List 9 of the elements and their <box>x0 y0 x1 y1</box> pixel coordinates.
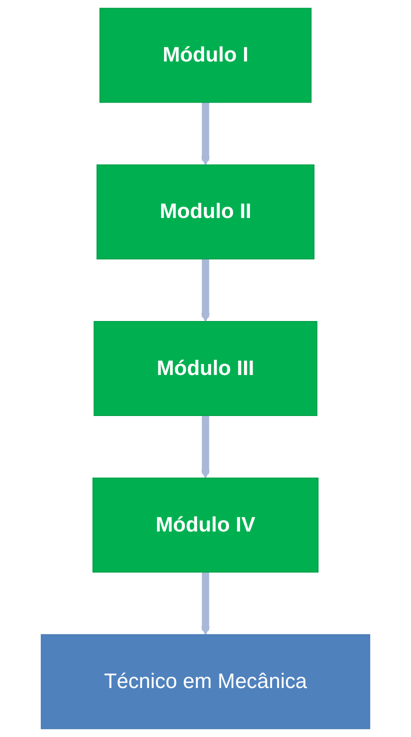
arrow <box>200 258 210 322</box>
node-box: Técnico em Mecânica <box>40 634 370 730</box>
node-box: Módulo IV <box>92 478 319 573</box>
node-box: Modulo II <box>96 164 314 260</box>
arrow <box>200 572 210 636</box>
arrow <box>200 415 210 479</box>
node-box: Módulo III <box>94 321 318 416</box>
node-box: Módulo I <box>99 8 312 103</box>
arrow <box>200 102 210 166</box>
